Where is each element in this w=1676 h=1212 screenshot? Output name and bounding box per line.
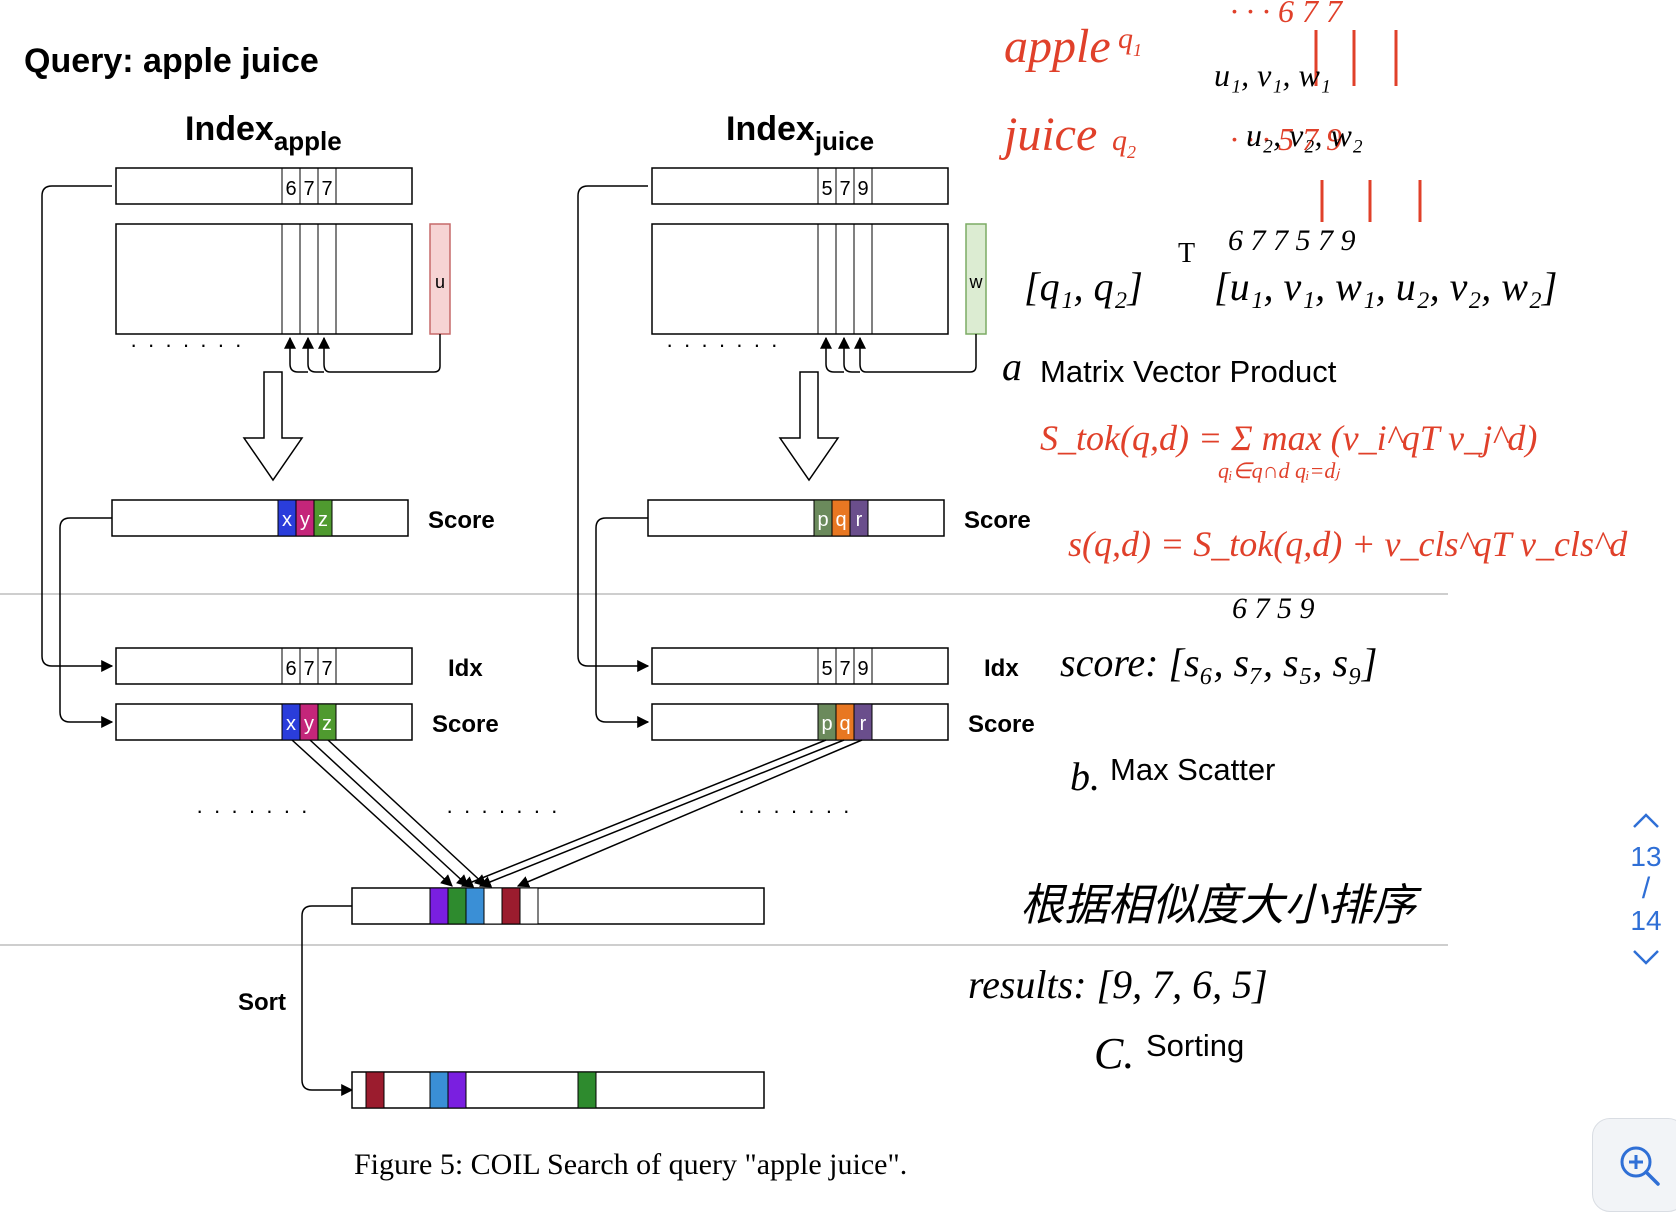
juice-score-row-2 <box>651 703 949 741</box>
apple-idx-cell: 6 <box>285 658 296 680</box>
sorted-row <box>351 1071 765 1109</box>
ellipsis: · · · · · · · <box>738 798 852 823</box>
step-a-letter: a <box>1002 344 1022 389</box>
hw-juice: juice <box>998 108 1097 161</box>
hw-matrix-lhs: [q₁, q₂] <box>1024 264 1143 309</box>
apple-idx-row <box>115 647 413 685</box>
figure-caption: Figure 5: COIL Search of query "apple ju… <box>354 1148 907 1181</box>
score-label: Score <box>432 711 499 738</box>
hw-matrix-rhs: [u₁, v₁, w₁, u₂, v₂, w₂] <box>1214 264 1557 309</box>
hw-formula-stok: S_tok(q,d) = Σ max (v_i^qT v_j^d) <box>1040 418 1537 458</box>
juice-down-arrow <box>778 371 840 482</box>
chevron-up-icon[interactable] <box>1616 800 1676 840</box>
score-cell-r: r <box>856 509 863 531</box>
step-b-letter: b. <box>1070 754 1100 799</box>
juice-index-row <box>651 167 949 205</box>
score-cell-x: x <box>282 509 292 531</box>
score-cell-q: q <box>839 713 850 735</box>
hw-juice-ids: · · · 5 7 9 <box>1230 121 1342 157</box>
score-cell-y: y <box>304 713 314 735</box>
apple-idx-cell: 7 <box>303 658 314 680</box>
apple-score-row-2 <box>115 703 413 741</box>
score-cell-z: z <box>318 509 328 531</box>
juice-idx-cell: 9 <box>857 658 868 680</box>
juice-id-cell: 5 <box>821 178 832 200</box>
idx-label: Idx <box>984 655 1019 682</box>
apple-vector-label: u <box>435 272 445 292</box>
score-cell-z: z <box>322 713 332 735</box>
handwritten-notes-black: u₁, v₁, w₁ u₂, v₂, w₂ 6 7 7 5 7 9 [q₁, q… <box>968 57 1557 1007</box>
hw-q2: q2 <box>1112 124 1136 162</box>
step-b-label: Max Scatter <box>1110 752 1275 787</box>
ellipsis: · · · · · · · <box>446 798 560 823</box>
apple-id-cell: 7 <box>321 178 332 200</box>
juice-idx-row <box>651 647 949 685</box>
juice-matrix <box>651 223 949 335</box>
hw-results: results: [9, 7, 6, 5] <box>968 962 1268 1007</box>
hw-apple-vecs: u₁, v₁, w₁ <box>1214 57 1331 93</box>
score-label: Score <box>968 711 1035 738</box>
page-navigator: 13 / 14 <box>1616 800 1676 1080</box>
ellipsis: · · · · · · · <box>196 798 310 823</box>
hw-apple: apple <box>1004 20 1111 73</box>
index-juice-title: Indexjuice <box>726 110 874 156</box>
hw-matrix-T: T <box>1178 238 1195 269</box>
hw-apple-ids: · · · 6 7 7 <box>1230 0 1344 29</box>
juice-id-cell: 9 <box>857 178 868 200</box>
step-c-label: Sorting <box>1146 1028 1244 1063</box>
juice-idx-cell: 5 <box>821 658 832 680</box>
apple-down-arrow <box>242 371 304 482</box>
zoom-in-icon <box>1620 1146 1660 1186</box>
score-cell-p: p <box>817 509 828 531</box>
query-title: Query: apple juice <box>24 42 319 80</box>
handwritten-notes-red: apple q1 · · · 6 7 7 juice q2 · · · 5 7 … <box>998 0 1628 930</box>
page-separator: / <box>1641 872 1651 905</box>
idx-label: Idx <box>448 655 483 682</box>
juice-vector-label: w <box>969 272 984 292</box>
apple-index-row <box>115 167 413 205</box>
hw-ids-row: 6 7 7 5 7 9 <box>1228 224 1356 257</box>
apple-score-row <box>111 499 409 537</box>
score-label: Score <box>964 507 1031 534</box>
juice-ellipsis: · · · · · · · <box>666 332 780 357</box>
score-cell-y: y <box>300 509 310 531</box>
step-a-label: Matrix Vector Product <box>1040 354 1337 389</box>
hw-score-line: score: [s₆, s₇, s₅, s₉] <box>1060 640 1378 685</box>
apple-id-cell: 6 <box>285 178 296 200</box>
apple-matrix <box>115 223 413 335</box>
score-cell-q: q <box>835 509 846 531</box>
apple-ellipsis: · · · · · · · <box>130 332 244 357</box>
step-c-letter: C. <box>1094 1029 1134 1078</box>
page-total: 14 <box>1630 905 1662 936</box>
index-apple-title: Indexapple <box>185 110 342 156</box>
sort-label: Sort <box>238 989 286 1016</box>
score-cell-r: r <box>860 713 867 735</box>
hw-score-ids: 6 7 5 9 <box>1232 592 1315 625</box>
juice-idx-cell: 7 <box>839 658 850 680</box>
chevron-down-icon[interactable] <box>1616 938 1676 978</box>
juice-id-cell: 7 <box>839 178 850 200</box>
score-cell-x: x <box>286 713 296 735</box>
juice-score-row <box>647 499 945 537</box>
apple-id-cell: 7 <box>303 178 314 200</box>
score-cell-p: p <box>821 713 832 735</box>
zoom-in-button[interactable] <box>1592 1118 1676 1212</box>
hw-juice-vecs: u₂, v₂, w₂ <box>1246 117 1363 153</box>
apple-idx-cell: 7 <box>321 658 332 680</box>
hw-q1: q1 <box>1118 22 1142 60</box>
page-current: 13 <box>1630 841 1662 872</box>
merged-score-row <box>351 887 765 925</box>
score-label: Score <box>428 507 495 534</box>
hw-formula-stok-sub: qᵢ∈q∩d qᵢ=dⱼ <box>1218 458 1340 483</box>
hw-chinese: 根据相似度大小排序 <box>1020 881 1422 930</box>
hw-formula-s: s(q,d) = S_tok(q,d) + v_cls^qT v_cls^d <box>1068 524 1628 564</box>
